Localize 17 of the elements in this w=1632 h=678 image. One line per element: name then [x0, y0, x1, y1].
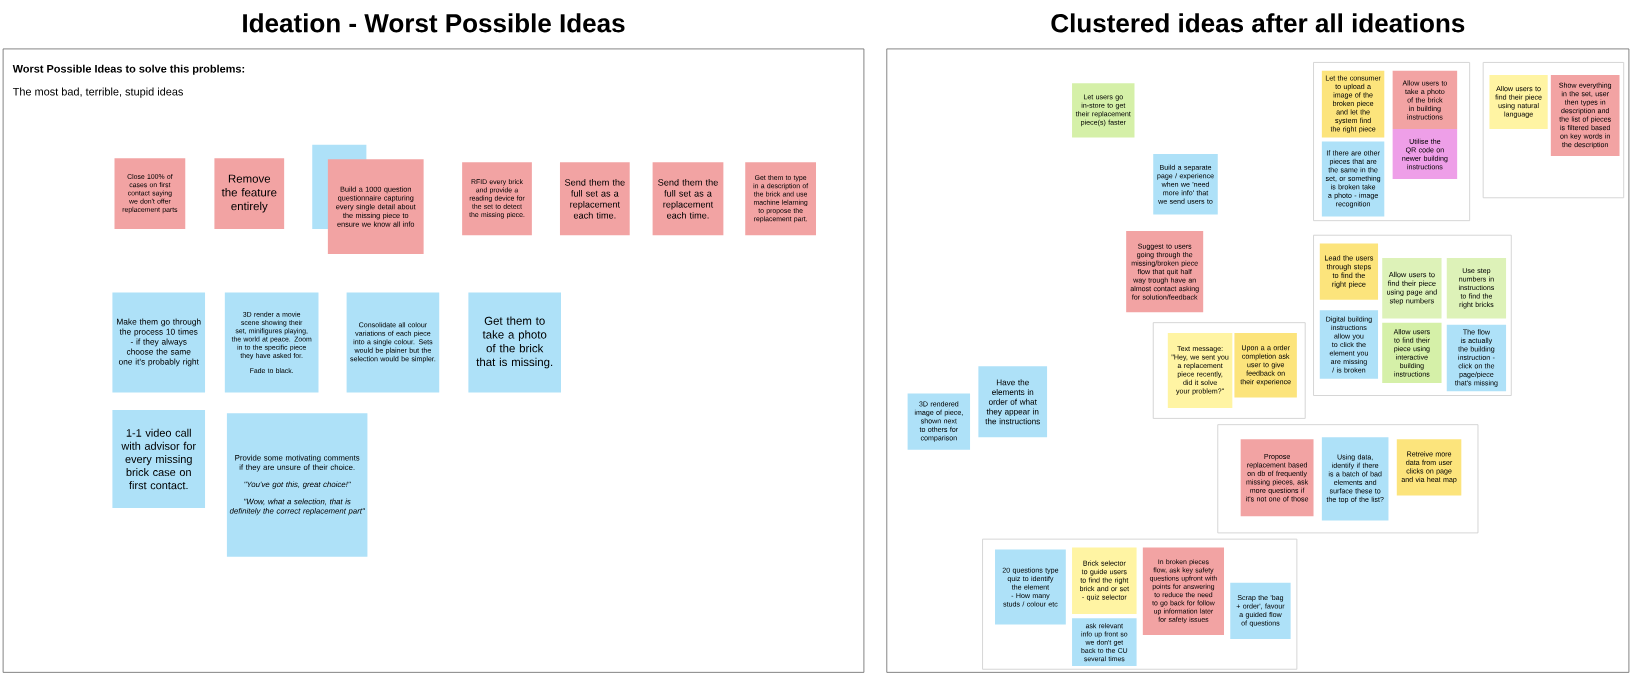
- cluster-frame: [1313, 62, 1471, 222]
- panel-title: Clustered ideas after all ideations: [1051, 13, 1465, 33]
- cluster-frame: [1217, 424, 1479, 534]
- board-subtitle: The most bad, terrible, stupid ideas: [12, 87, 183, 98]
- cluster-frame: [1313, 235, 1512, 397]
- board-heading: Worst Possible Ideas to solve this problems:: [12, 64, 245, 76]
- sticky-note: Have the elements in order of what they appear in the instructions: [978, 366, 1048, 438]
- cluster-frame: [1152, 322, 1306, 420]
- cluster-frame: [982, 538, 1298, 670]
- sticky-note: Send them the full set as a replacement each time.: [652, 162, 724, 236]
- sticky-note: 1-1 video call with advisor for every missing brick case on first contact.: [112, 410, 206, 509]
- sticky-note: Send them the full set as a replacement each time.: [559, 162, 630, 236]
- sticky-note: Make them go through the process 10 times - if they always choose the same one it's probably right: [112, 292, 206, 393]
- panel-title: Ideation - Worst Possible Ideas: [243, 13, 625, 33]
- sticky-note: Get them to take a photo of the brick that is missing.: [468, 292, 561, 393]
- cluster-frame: [1482, 62, 1625, 199]
- sticky-note: Remove the feature entirely: [214, 158, 285, 230]
